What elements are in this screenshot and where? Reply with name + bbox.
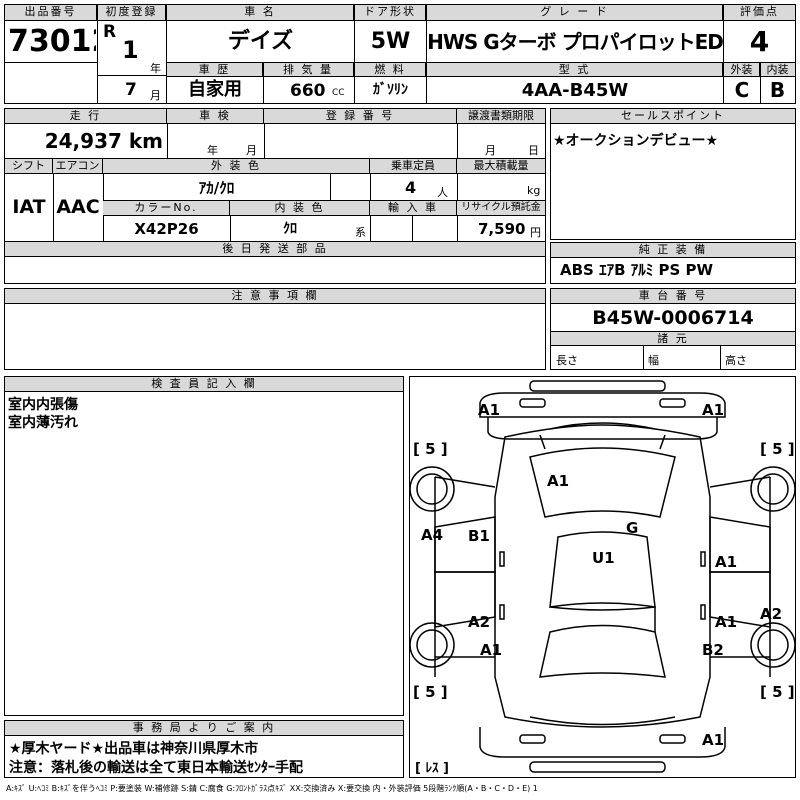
shift-label: シフト — [5, 159, 53, 174]
equipment-label: 純 正 装 備 — [551, 243, 795, 258]
tire-front-right: [ 5 ] — [760, 440, 795, 458]
inspector-note-1: 室内内張傷 — [8, 397, 78, 413]
era: R — [103, 22, 117, 42]
model-label: 型 式 — [427, 63, 723, 77]
model: 4AA-B45W — [521, 80, 629, 101]
sales-point-box — [550, 108, 796, 240]
first-reg-year: 1 — [122, 36, 139, 64]
notes-label: 注 意 事 項 欄 — [5, 289, 545, 304]
tire-front-left: [ 5 ] — [413, 440, 448, 458]
import-label: 輸 入 車 — [370, 201, 457, 216]
dims-label: 諸 元 — [551, 332, 795, 346]
tire-rear-left: [ 5 ] — [413, 683, 448, 701]
capacity: 4 — [405, 178, 417, 197]
mark-right-rear-door: A1 — [715, 613, 738, 631]
name-label: 車 名 — [167, 5, 354, 21]
mark-hood: A1 — [547, 472, 570, 490]
mark-left-front-door: B1 — [468, 527, 490, 545]
colorno-label: カラーNo. — [103, 201, 230, 216]
shift: IAT — [12, 196, 46, 218]
grade-label: グ レ ー ド — [427, 5, 723, 21]
color-number: X42P26 — [134, 220, 199, 238]
car-diagram: [ 5 ] [ 5 ] [ 5 ] [ 5 ] [ ﾚｽ ] A1 A1 A1 … — [409, 376, 796, 778]
fuel-label: 燃 料 — [355, 63, 426, 77]
inspection-label: 車 検 — [167, 109, 264, 124]
displacement: 660 — [290, 81, 326, 101]
door-label: ドア形状 — [355, 5, 426, 21]
mark-roof: U1 — [592, 549, 615, 567]
equipment-text: ABS ｴｱB ｱﾙﾐ PS PW — [560, 261, 714, 279]
length-label: 長さ — [556, 354, 578, 367]
lot-number: 73012 — [8, 24, 96, 59]
mark-rear: A1 — [702, 731, 725, 749]
mark-right-rear-fender: B2 — [702, 641, 724, 659]
transfer-label: 譲渡書類期限 — [457, 109, 545, 124]
history-label: 車 歴 — [167, 63, 263, 77]
ac: AAC — [56, 196, 100, 218]
car-outline — [410, 380, 795, 773]
mark-right-sill: A2 — [760, 605, 783, 623]
mileage: 24,937 km — [44, 129, 163, 153]
mark-left-rear-door: A2 — [468, 613, 491, 631]
exterior-color: ｱｶ/ｸﾛ — [198, 179, 235, 197]
legend: A:ｷｽﾞ U:ﾍｺﾐ B:ｷｽﾞを伴うﾍｺﾐ P:要塗装 W:補修跡 S:錆 … — [6, 784, 538, 793]
interior-label: 内装 — [760, 63, 795, 77]
width-label: 幅 — [648, 354, 659, 367]
load-label: 最大積載量 — [457, 159, 545, 174]
inspector-box — [4, 376, 404, 716]
office-line-1: ★厚木ヤード★出品車は神奈川県厚木市 — [9, 741, 259, 757]
lot-label: 出品番号 — [5, 5, 97, 21]
score: 4 — [749, 25, 770, 58]
chassis-number: B45W-0006714 — [592, 307, 754, 329]
score-label: 評価点 — [724, 5, 795, 21]
car-name: デイズ — [227, 29, 294, 54]
sales-point-label: セールスポイント — [551, 109, 795, 124]
fuel: ｶﾞｿﾘﾝ — [373, 82, 408, 98]
recycle-fee: 7,590 — [478, 220, 526, 238]
sales-point-text: ★オークションデビュー★ — [553, 133, 719, 149]
first-reg-label: 初度登録 — [98, 5, 166, 21]
intcolor-label: 内 装 色 — [230, 201, 370, 216]
mark-left-rear-fender: A1 — [480, 641, 503, 659]
history: 自家用 — [188, 79, 242, 100]
tire-rear-right: [ 5 ] — [760, 683, 795, 701]
chassis-label: 車 台 番 号 — [551, 289, 795, 304]
height-label: 高さ — [725, 354, 747, 367]
office-label: 事 務 局 よ り ご 案 内 — [5, 721, 403, 736]
later-parts-label: 後 日 発 送 部 品 — [5, 242, 545, 257]
inspector-label: 検 査 員 記 入 欄 — [5, 377, 403, 392]
grade: HWS Gターボ プロパイロットED — [427, 30, 723, 54]
mark-front-right: A1 — [702, 401, 725, 419]
mark-windshield: G — [626, 519, 639, 537]
mark-left-front-fender: A4 — [421, 526, 444, 544]
door-type: 5W — [370, 29, 411, 54]
spare-tire: [ ﾚｽ ] — [415, 761, 449, 776]
interior-color: ｸﾛ — [283, 221, 297, 237]
ac-label: エアコン — [53, 159, 103, 174]
displacement-label: 排 気 量 — [263, 63, 354, 77]
exterior-label: 外装 — [724, 63, 760, 77]
mileage-label: 走 行 — [5, 109, 167, 124]
color-label: 外 装 色 — [103, 159, 370, 174]
exterior-grade: C — [734, 78, 750, 102]
first-reg-month: 7 — [125, 80, 137, 100]
inspector-note-2: 室内薄汚れ — [8, 415, 78, 431]
mark-right-front-door: A1 — [715, 553, 738, 571]
mark-front-left: A1 — [478, 401, 501, 419]
recycle-label: リサイクル預託金 — [457, 201, 545, 216]
interior-grade: B — [769, 78, 786, 102]
capacity-label: 乗車定員 — [370, 159, 457, 174]
regno-label: 登 録 番 号 — [264, 109, 457, 124]
office-line-2: 注意：落札後の輸送は全て東日本輸送ｾﾝﾀｰ手配 — [9, 760, 303, 776]
